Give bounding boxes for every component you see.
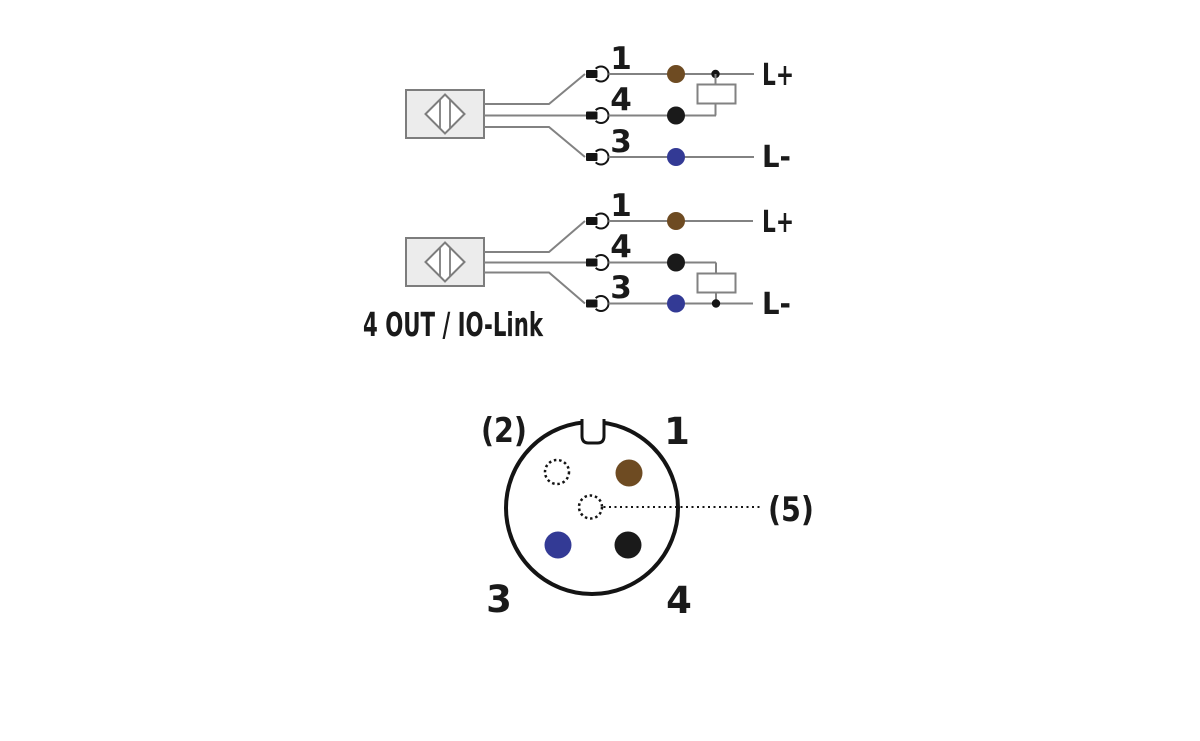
connector-pin-2 — [543, 458, 571, 486]
wire-fanout-3 — [484, 126, 586, 158]
load-resistor — [696, 83, 737, 105]
wire-number-label: 1 — [610, 41, 632, 77]
terminal-plug-icon — [586, 254, 610, 271]
connector-pin-label-3: 3 — [486, 578, 512, 621]
connector-keyway-notch — [580, 419, 606, 445]
terminal-socket-arc — [594, 254, 610, 271]
terminal-socket-arc — [594, 148, 610, 166]
connector-pin-3 — [544, 531, 572, 559]
wire-color-dot-brown — [667, 65, 685, 83]
terminal-pin — [586, 111, 598, 120]
wire-color-dot-black — [667, 106, 685, 125]
sensor-wiring-diagram-bottom: 1 4 3 L+ L- 4 OUT / IO-Link — [363, 188, 794, 344]
terminal-pin — [586, 70, 598, 78]
wire-number-label: 1 — [610, 188, 632, 224]
connector-pin-label-2: (2) — [481, 411, 527, 451]
sensor-wiring-diagram-top: 1 4 3 L+ L- — [405, 41, 794, 175]
terminal-socket-arc — [594, 295, 610, 312]
terminal-plug-icon — [586, 148, 610, 166]
wire-color-dot-black — [667, 253, 685, 272]
terminal-plug-icon — [586, 65, 610, 83]
terminal-pin — [586, 299, 598, 308]
junction-dot — [711, 299, 721, 308]
terminal-socket-arc — [594, 65, 610, 83]
proximity-sensor-diamond-icon — [424, 93, 466, 135]
wire-number-label: 3 — [610, 124, 632, 160]
connector-pin-label-4: 4 — [666, 579, 692, 622]
terminal-socket-arc — [594, 107, 610, 124]
wire-color-dot-blue — [667, 148, 685, 166]
connector-pin-4 — [614, 531, 642, 559]
terminal-pin — [586, 258, 598, 267]
supply-label-lminus: L- — [762, 287, 791, 322]
connector-pin-label-1: 1 — [664, 410, 690, 453]
load-resistor — [696, 272, 737, 294]
supply-label-lminus: L- — [762, 140, 791, 175]
diagram-caption: 4 OUT / IO-Link — [363, 305, 544, 344]
wire-number-label: 4 — [610, 82, 632, 118]
connector-pin-label-5: (5) — [768, 490, 814, 530]
supply-label-lplus: L+ — [762, 205, 794, 240]
wire-number-label: 3 — [610, 270, 632, 306]
connector-pinout-view: (2) 1 3 4 (5) — [481, 410, 814, 622]
terminal-pin — [586, 217, 598, 225]
proximity-sensor-diamond-icon — [424, 241, 466, 283]
wire-color-dot-brown — [667, 212, 685, 230]
wire-fanout-3 — [484, 271, 586, 305]
connector-pin-1 — [615, 459, 643, 487]
terminal-pin — [586, 153, 598, 161]
connector-pin-5 — [577, 494, 604, 520]
terminal-plug-icon — [586, 295, 610, 312]
wire-number-label: 4 — [610, 229, 632, 265]
terminal-plug-icon — [586, 107, 610, 124]
wire-fanout-1 — [484, 73, 586, 105]
terminal-plug-icon — [586, 212, 610, 230]
wire-fanout-1 — [484, 220, 586, 253]
terminal-socket-arc — [594, 212, 610, 230]
supply-label-lplus: L+ — [762, 58, 794, 93]
wire-color-dot-blue — [667, 294, 685, 313]
